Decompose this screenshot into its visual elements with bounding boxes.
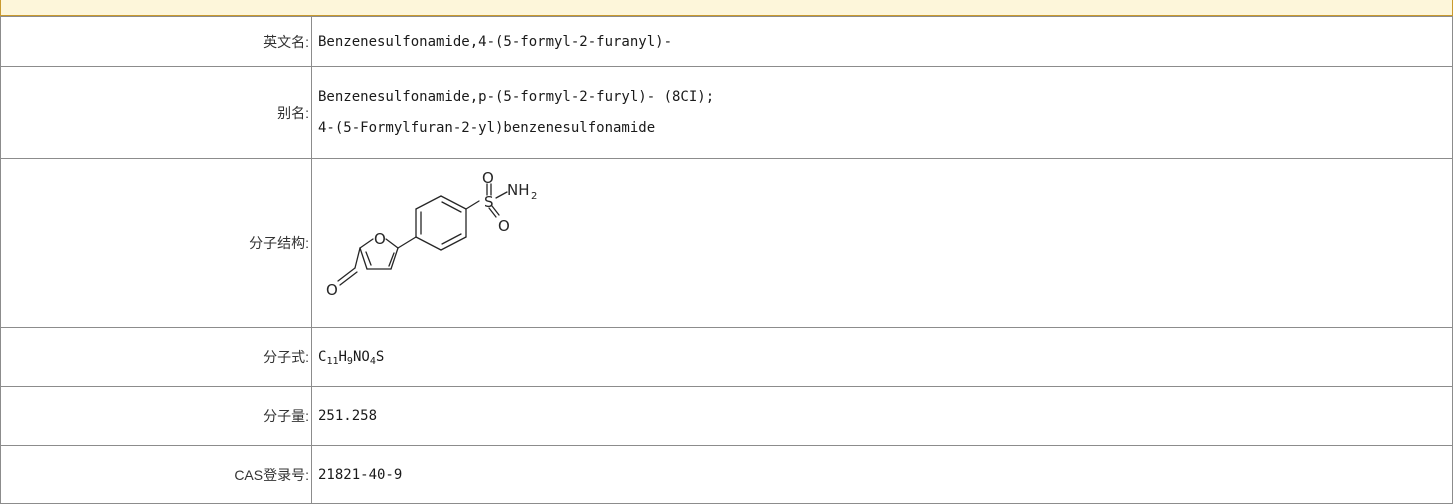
formula-part: S xyxy=(375,349,385,365)
formula-part: H xyxy=(338,349,347,365)
table-row-synonyms: 别名: Benzenesulfonamide,p-(5-formyl-2-fur… xyxy=(0,66,1453,159)
english-name-label: 英文名: xyxy=(0,16,312,67)
formula-subscript: 11 xyxy=(326,356,339,367)
synonyms-label: 别名: xyxy=(0,66,312,159)
synonym-item: 4-(5-Formylfuran-2-yl)benzenesulfonamide xyxy=(318,119,656,136)
atom-o-aldehyde: O xyxy=(326,281,338,299)
mol-weight-label: 分子量: xyxy=(0,386,312,446)
formula-value: C11H9NO4S xyxy=(311,327,1453,387)
atom-o-ring: O xyxy=(374,230,386,248)
formula-label: 分子式: xyxy=(0,327,312,387)
synonyms-value: Benzenesulfonamide,p-(5-formyl-2-furyl)-… xyxy=(311,66,1453,159)
table-row-mol-weight: 分子量: 251.258 xyxy=(0,386,1453,446)
cas-value: 21821-40-9 xyxy=(311,445,1453,504)
molecule-structure-image: O S NH 2 O O O xyxy=(326,169,537,299)
formula-part: NO xyxy=(352,349,370,365)
atom-s: S xyxy=(484,193,494,211)
atom-o-bottom: O xyxy=(498,217,510,235)
mol-weight-value: 251.258 xyxy=(311,386,1453,446)
table-row-structure: 分子结构: xyxy=(0,158,1453,328)
header-band xyxy=(0,0,1453,16)
formula-subscript: 9 xyxy=(346,356,353,367)
english-name-value: Benzenesulfonamide,4-(5-formyl-2-furanyl… xyxy=(311,16,1453,67)
atom-nh-subscript: 2 xyxy=(531,191,537,202)
table-row-formula: 分子式: C11H9NO4S xyxy=(0,327,1453,387)
formula-subscript: 4 xyxy=(369,356,376,367)
table-row-english-name: 英文名: Benzenesulfonamide,4-(5-formyl-2-fu… xyxy=(0,16,1453,67)
structure-label: 分子结构: xyxy=(0,158,312,328)
synonym-item: Benzenesulfonamide,p-(5-formyl-2-furyl)-… xyxy=(318,88,715,105)
cas-label: CAS登录号: xyxy=(0,445,312,504)
atom-o-top: O xyxy=(482,169,494,187)
table-row-cas: CAS登录号: 21821-40-9 xyxy=(0,445,1453,504)
compound-info-table: 英文名: Benzenesulfonamide,4-(5-formyl-2-fu… xyxy=(0,16,1453,504)
formula-part: C xyxy=(318,349,327,365)
structure-cell: O S NH 2 O O O xyxy=(311,158,1453,328)
atom-nh: NH xyxy=(507,181,530,199)
